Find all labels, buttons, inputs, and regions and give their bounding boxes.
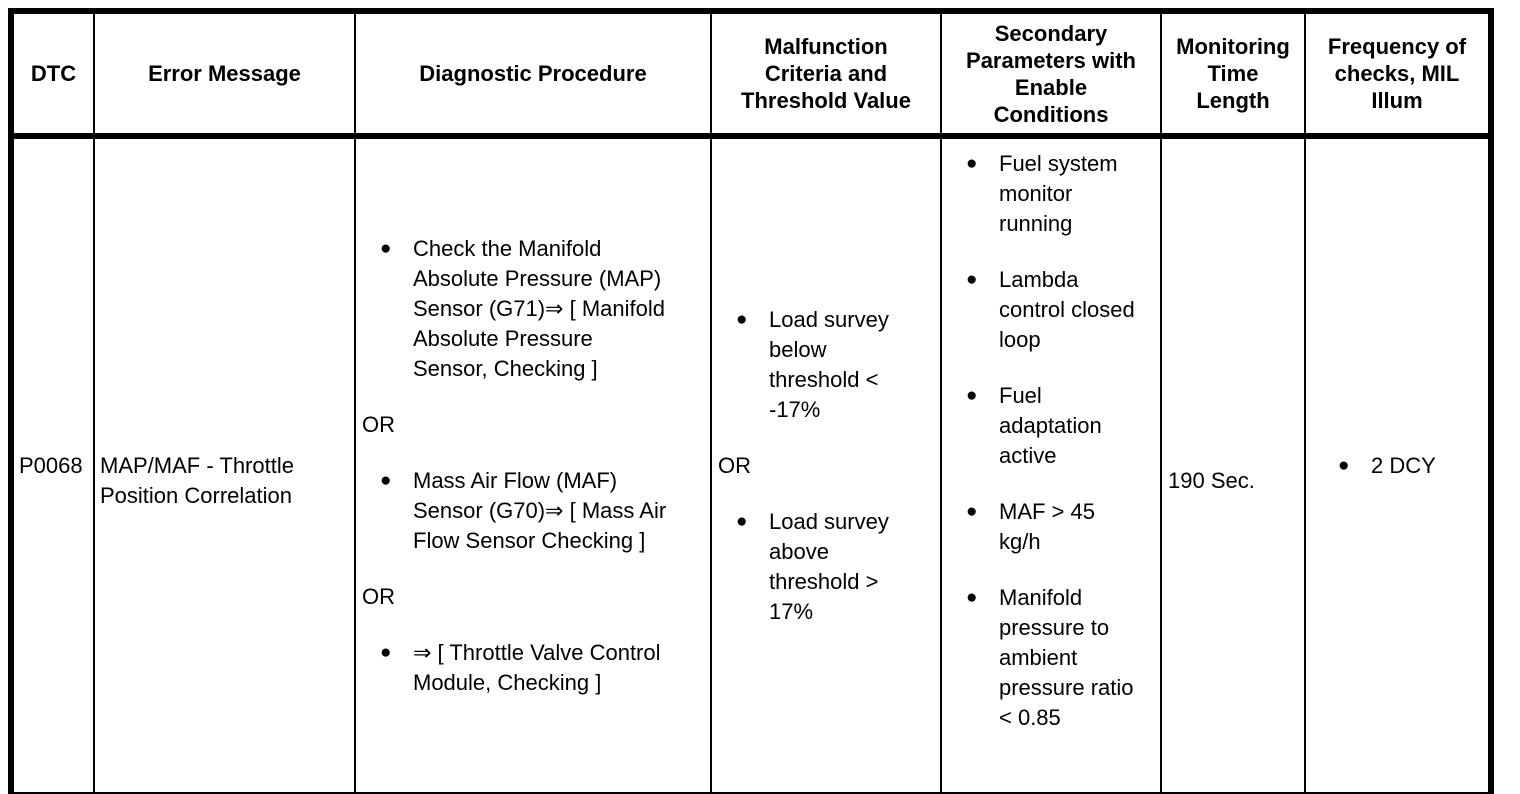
dtc-code: P0068 — [19, 452, 83, 478]
col-header-monitoring-time: Monitoring Time Length — [1160, 11, 1306, 139]
bullet-icon: ● — [966, 269, 978, 290]
bullet-icon: ● — [966, 153, 978, 174]
secondary-parameters-cell: ● Fuel system monitor running ● Lambda c… — [940, 136, 1162, 794]
table-row: P0068 MAP/MAF - Throttle Position Correl… — [10, 136, 1492, 794]
error-message-cell: MAP/MAF - Throttle Position Correlation — [93, 136, 356, 794]
diagnostic-procedure-list: ● Check the Manifold Absolute Pressure (… — [360, 234, 706, 698]
or-separator: OR — [362, 411, 395, 437]
param-fuel-adaptation: Fuel adaptation active — [999, 383, 1102, 468]
col-header-malfunction-criteria: Malfunction Criteria and Threshold Value — [710, 11, 942, 139]
bullet-icon: ● — [966, 385, 978, 406]
or-separator: OR — [362, 583, 395, 609]
col-header-secondary-parameters: Secondary Parameters with Enable Conditi… — [940, 11, 1162, 139]
bullet-icon: ● — [736, 308, 748, 330]
col-header-error-message: Error Message — [93, 11, 356, 139]
diagnostic-procedure-cell: ● Check the Manifold Absolute Pressure (… — [354, 136, 712, 794]
diagnostic-step-throttle-valve: ⇒ [ Throttle Valve Control Module, Check… — [413, 639, 661, 695]
bullet-icon: ● — [380, 641, 392, 663]
secondary-parameters-list: ● Fuel system monitor running ● Lambda c… — [946, 149, 1156, 733]
param-fuel-system-monitor: Fuel system monitor running — [999, 151, 1118, 236]
list-item: ● ⇒ [ Throttle Valve Control Module, Che… — [360, 638, 706, 698]
param-manifold-pressure-ratio: Manifold pressure to ambient pressure ra… — [999, 585, 1134, 730]
monitoring-time-cell: 190 Sec. — [1160, 136, 1306, 794]
list-item: ● Load survey below threshold < -17% — [716, 305, 936, 425]
param-lambda-control: Lambda control closed loop — [999, 267, 1135, 352]
list-item: ● Fuel system monitor running — [946, 149, 1156, 239]
list-item: ● Check the Manifold Absolute Pressure (… — [360, 234, 706, 384]
list-item: ● Mass Air Flow (MAF) Sensor (G70)⇒ [ Ma… — [360, 466, 706, 556]
bullet-icon: ● — [380, 469, 392, 491]
frequency-value: 2 DCY — [1371, 452, 1436, 478]
dtc-table: DTC Error Message Diagnostic Procedure M… — [8, 8, 1494, 794]
diagnostic-step-map-sensor: Check the Manifold Absolute Pressure (MA… — [413, 235, 665, 381]
diagnostic-step-maf-sensor: Mass Air Flow (MAF) Sensor (G70)⇒ [ Mass… — [413, 467, 667, 553]
col-header-diagnostic-procedure: Diagnostic Procedure — [354, 11, 712, 139]
bullet-icon: ● — [380, 237, 392, 259]
col-header-frequency-of-checks: Frequency of checks, MIL Illum — [1304, 11, 1492, 139]
bullet-icon: ● — [966, 501, 978, 522]
dtc-cell: P0068 — [10, 136, 95, 794]
list-item: ● MAF > 45 kg/h — [946, 497, 1156, 557]
criteria-load-above: Load survey above threshold > 17% — [769, 508, 889, 624]
bullet-icon: ● — [966, 587, 978, 608]
malfunction-criteria-cell: ● Load survey below threshold < -17% OR … — [710, 136, 942, 794]
error-message-text: MAP/MAF - Throttle Position Correlation — [100, 452, 294, 508]
list-item: ● Fuel adaptation active — [946, 381, 1156, 471]
bullet-icon: ● — [736, 510, 748, 532]
frequency-cell: ● 2 DCY — [1304, 136, 1492, 794]
list-item: ● Manifold pressure to ambient pressure … — [946, 583, 1156, 733]
monitoring-time-value: 190 Sec. — [1168, 467, 1255, 493]
list-item: ● Load survey above threshold > 17% — [716, 507, 936, 627]
param-maf-threshold: MAF > 45 kg/h — [999, 499, 1095, 554]
malfunction-criteria-list: ● Load survey below threshold < -17% OR … — [716, 305, 936, 627]
criteria-load-below: Load survey below threshold < -17% — [769, 306, 889, 422]
or-separator: OR — [718, 452, 751, 478]
col-header-dtc: DTC — [10, 11, 95, 139]
bullet-icon: ● — [1338, 454, 1350, 476]
list-item: ● 2 DCY — [1310, 451, 1484, 481]
list-item: ● Lambda control closed loop — [946, 265, 1156, 355]
header-row: DTC Error Message Diagnostic Procedure M… — [10, 11, 1492, 139]
